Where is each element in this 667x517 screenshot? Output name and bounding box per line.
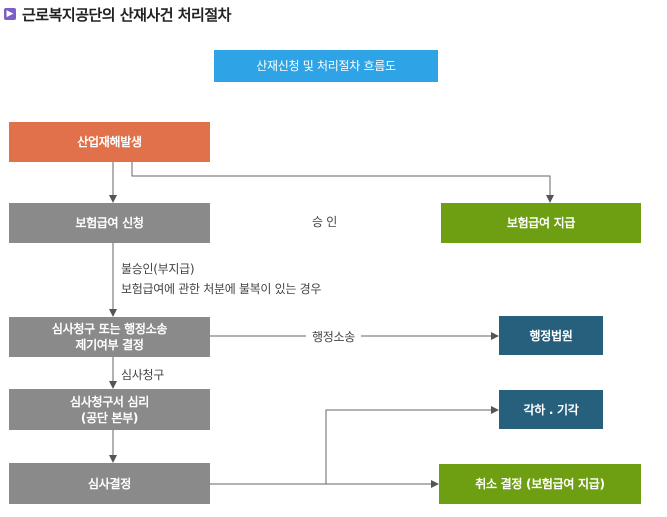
page-title-row: ▶ 근로복지공단의 산재사건 처리절차 (4, 4, 231, 24)
box-review: 심사청구서 심리 (공단 본부) (9, 389, 210, 430)
box-court: 행정법원 (499, 316, 603, 355)
label-reject: 불승인(부지급) (121, 262, 195, 276)
arrow-result-to-dismiss (325, 406, 499, 484)
page-title: 근로복지공단의 산재사건 처리절차 (22, 5, 231, 24)
box-cancel: 취소 결정 (보험급여 지급) (439, 464, 641, 504)
label-objection: 보험급여에 관한 처분에 불복이 있는 경우 (121, 282, 322, 296)
box-apply: 보험급여 신청 (9, 203, 210, 243)
flowchart-header: 산재신청 및 처리절차 흐름도 (214, 50, 438, 82)
label-lawsuit: 행정소송 (306, 328, 361, 345)
box-accident: 산업재해발생 (9, 122, 210, 162)
play-icon: ▶ (4, 8, 16, 20)
label-claim: 심사청구 (121, 368, 164, 382)
box-result: 심사결정 (9, 463, 210, 504)
box-decide: 심사청구 또는 행정소송 제기여부 결정 (9, 317, 210, 357)
box-pay: 보험급여 지급 (441, 203, 641, 243)
arrow-approve-path (131, 162, 554, 203)
box-dismiss: 각하 . 기각 (499, 390, 603, 429)
label-approve: 승 인 (312, 215, 337, 229)
